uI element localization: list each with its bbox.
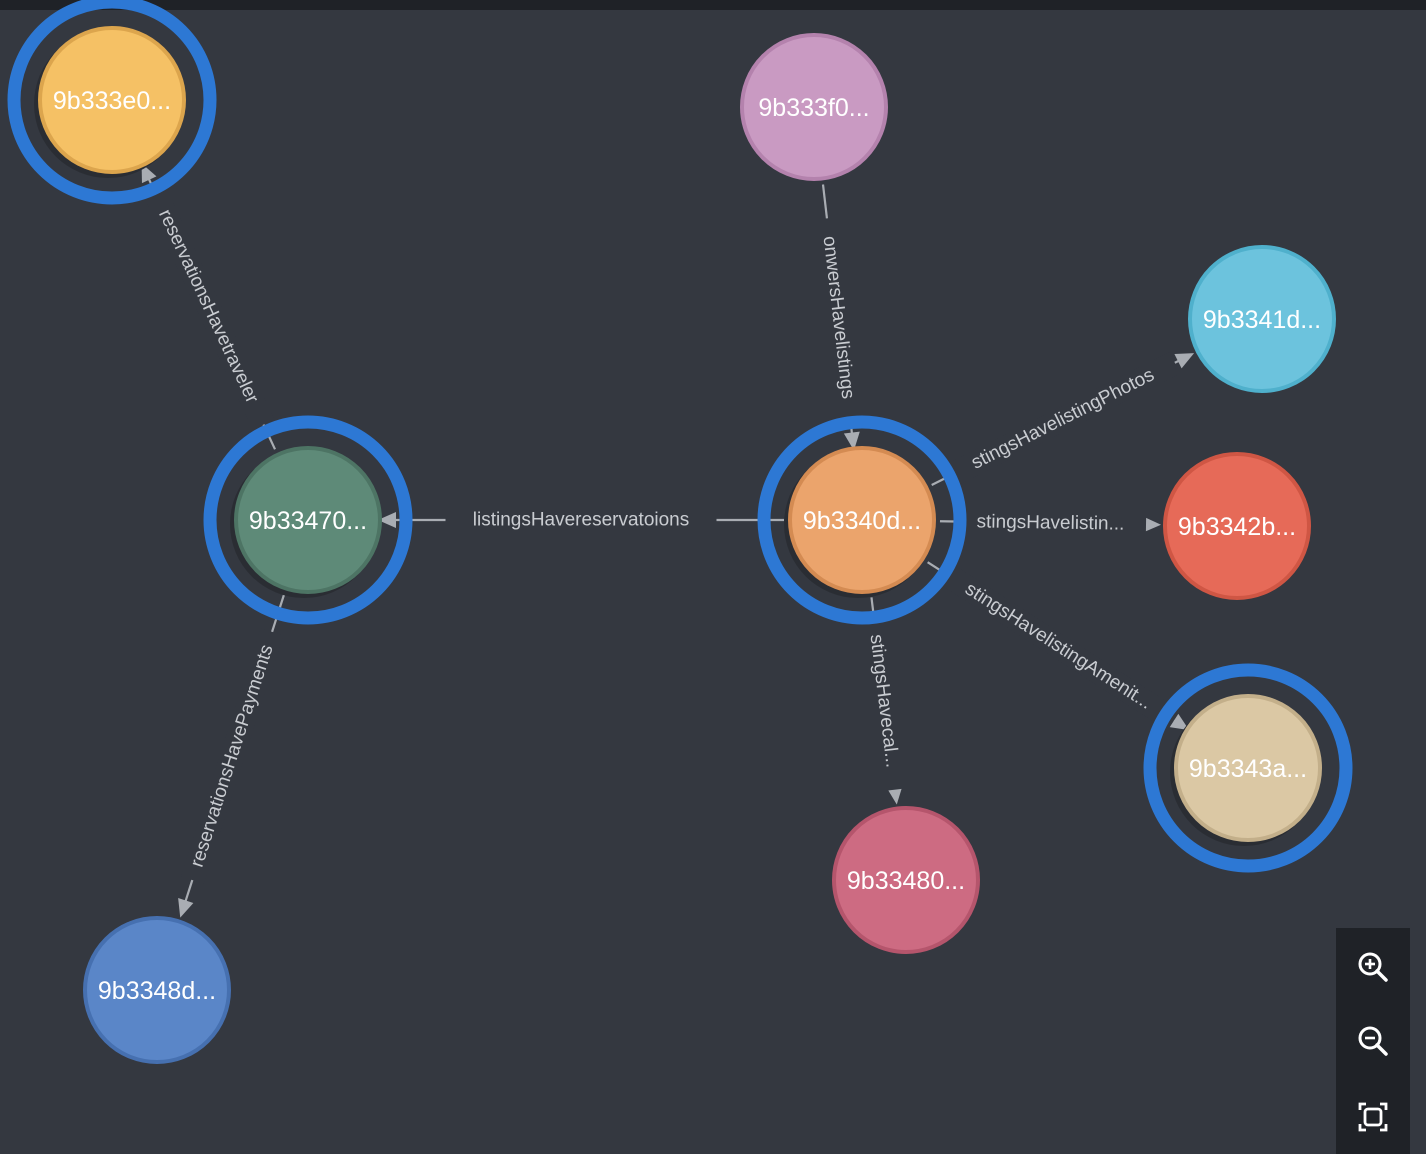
node-9b333f0[interactable]: 9b333f0...: [740, 33, 888, 181]
edge-label-group: reservationsHavetraveler: [142, 183, 275, 430]
node-9b3340d[interactable]: 9b3340d...: [757, 415, 967, 625]
edge-arrowhead: [1142, 516, 1162, 533]
node-label: 9b333f0...: [758, 94, 869, 122]
edge-label-group: reservationsHavePayments: [180, 628, 284, 884]
edge-label-group: stingsHavelistingPhotos: [945, 352, 1181, 487]
edge-e4[interactable]: onwersHavelistings: [815, 184, 862, 451]
node-label: 9b33470...: [249, 507, 367, 535]
node-label: 9b33480...: [847, 867, 965, 895]
edge-label-bg: [936, 561, 1181, 731]
edge-label-group: onwersHavelistings: [815, 216, 862, 418]
selection-ring: [7, 0, 217, 205]
edge-arrowhead: [886, 785, 903, 805]
node-label: 9b3348d...: [98, 977, 216, 1005]
fit-view-icon: [1358, 1102, 1388, 1132]
node-9b33480[interactable]: 9b33480...: [832, 806, 980, 954]
zoom-in-button[interactable]: [1336, 932, 1410, 1002]
edge-label-bg: [180, 628, 284, 884]
edge-label: listingsHavereservatoions: [473, 510, 690, 531]
edge-arrowhead: [178, 898, 194, 918]
zoom-in-icon: [1358, 952, 1388, 982]
node-circle: [1163, 452, 1311, 600]
edge-label: stingsHavecal...: [866, 633, 903, 769]
edge-label-bg: [142, 183, 275, 430]
node-circle: [740, 33, 888, 181]
edge-label: stingsHavelistingAmenit...: [961, 579, 1155, 714]
node-circle: [1174, 694, 1322, 842]
nodes-layer: 9b333e0... 9b333f0... 9b3341d... 9b33470...…: [7, 0, 1353, 1064]
edge-e6[interactable]: stingsHavelistin...: [939, 509, 1162, 537]
zoom-controls: [1336, 928, 1410, 1154]
edge-e1[interactable]: reservationsHavetraveler: [141, 163, 277, 450]
node-label: 9b3341d...: [1203, 306, 1321, 334]
edge-label: stingsHavelistingPhotos: [968, 364, 1158, 473]
node-9b333e0[interactable]: 9b333e0...: [7, 0, 217, 205]
node-9b3348d[interactable]: 9b3348d...: [83, 916, 231, 1064]
zoom-out-button[interactable]: [1336, 1006, 1410, 1076]
node-9b3343a[interactable]: 9b3343a...: [1143, 663, 1353, 873]
selection-ring: [757, 415, 967, 625]
node-9b3342b[interactable]: 9b3342b...: [1163, 452, 1311, 600]
node-circle: [832, 806, 980, 954]
edge-e2[interactable]: reservationsHavePayments: [178, 593, 286, 918]
edge-e3[interactable]: listingsHavereservatoions: [378, 508, 784, 532]
edge-arrowhead: [1174, 353, 1195, 369]
node-label: 9b3340d...: [803, 507, 921, 535]
node-circle: [234, 446, 382, 594]
node-9b3341d[interactable]: 9b3341d...: [1188, 245, 1336, 393]
node-circle: [38, 26, 186, 174]
edge-label-bg: [954, 509, 1147, 537]
node-label: 9b3342b...: [1178, 513, 1296, 541]
node-circle: [1188, 245, 1336, 393]
selection-ring: [1143, 663, 1353, 873]
edge-arrowhead: [843, 431, 860, 451]
edge-label-group: stingsHavelistin...: [954, 509, 1147, 537]
edge-arrowhead: [141, 163, 157, 184]
node-9b33470[interactable]: 9b33470...: [203, 415, 413, 625]
selection-ring: [203, 415, 413, 625]
edge-e5[interactable]: stingsHavelistingPhotos: [931, 352, 1195, 487]
edge-label: reservationsHavetraveler: [154, 206, 263, 407]
edge-label-group: stingsHavelistingAmenit...: [936, 561, 1181, 731]
edge-e7[interactable]: stingsHavelistingAmenit...: [927, 561, 1190, 731]
edge-label-bg: [945, 352, 1181, 487]
edge-label: reservationsHavePayments: [187, 642, 278, 870]
top-bar: [0, 0, 1426, 10]
edge-label-group: stingsHavecal...: [861, 610, 907, 792]
edge-label: stingsHavelistin...: [976, 511, 1124, 534]
node-label: 9b3343a...: [1189, 755, 1307, 783]
node-circle: [83, 916, 231, 1064]
zoom-out-icon: [1358, 1026, 1388, 1056]
edge-label: onwersHavelistings: [819, 235, 859, 400]
node-label: 9b333e0...: [53, 87, 171, 115]
node-circle: [788, 446, 936, 594]
edge-e8[interactable]: stingsHavecal...: [861, 597, 907, 805]
edge-label-bg: [445, 508, 717, 532]
edge-arrowhead: [378, 512, 396, 528]
edge-label-bg: [861, 610, 907, 792]
fit-view-button[interactable]: [1336, 1082, 1410, 1152]
edge-label-bg: [815, 216, 862, 418]
edge-arrowhead: [1169, 713, 1190, 731]
edge-label-group: listingsHavereservatoions: [445, 508, 717, 532]
